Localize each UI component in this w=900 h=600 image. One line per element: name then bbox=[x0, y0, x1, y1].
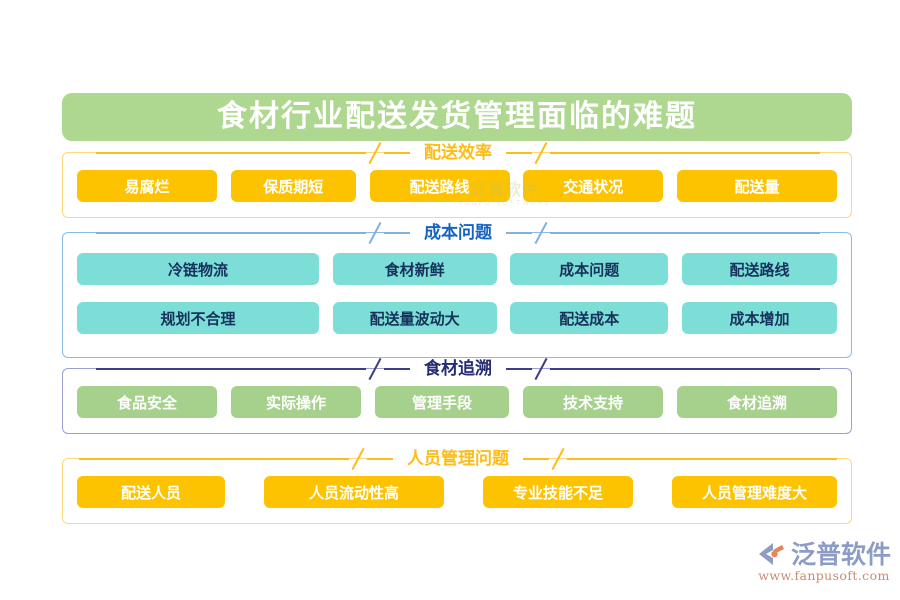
section-label: 成本问题 bbox=[410, 223, 506, 243]
pill-item[interactable]: 配送量 bbox=[677, 170, 837, 202]
slash-right-icon bbox=[532, 358, 550, 380]
pill-item[interactable]: 成本问题 bbox=[510, 253, 669, 285]
pill-item[interactable]: 人员流动性高 bbox=[264, 476, 444, 508]
pill-row: 易腐烂 保质期短 配送路线 交通状况 配送量 bbox=[77, 170, 837, 202]
pill-item[interactable]: 保质期短 bbox=[230, 170, 356, 202]
header-rule-right-short bbox=[506, 232, 532, 234]
pill-item[interactable]: 配送成本 bbox=[510, 302, 669, 334]
header-rule-right-short bbox=[523, 458, 549, 460]
section-label: 人员管理问题 bbox=[393, 449, 523, 469]
pill-item[interactable]: 食材追溯 bbox=[677, 386, 837, 418]
section-delivery-efficiency: 配送效率 易腐烂 保质期短 配送路线 交通状况 配送量 bbox=[62, 143, 852, 218]
pill-item[interactable]: 专业技能不足 bbox=[483, 476, 633, 508]
section-personnel-management: 人员管理问题 配送人员 人员流动性高 专业技能不足 人员管理难度大 bbox=[62, 449, 852, 524]
pill-item[interactable]: 实际操作 bbox=[231, 386, 361, 418]
header-rule-right bbox=[550, 152, 820, 154]
pill-item[interactable]: 交通状况 bbox=[523, 170, 664, 202]
pill-item[interactable]: 成本增加 bbox=[681, 302, 837, 334]
section-label: 配送效率 bbox=[410, 143, 506, 163]
slash-right-icon bbox=[532, 142, 550, 164]
logo-name: 泛普软件 bbox=[791, 539, 892, 569]
header-rule-left-short bbox=[367, 458, 393, 460]
header-rule-left bbox=[96, 232, 366, 234]
pill-item[interactable]: 配送量波动大 bbox=[332, 302, 497, 334]
pill-item[interactable]: 人员管理难度大 bbox=[672, 476, 837, 508]
header-rule-right bbox=[567, 458, 837, 460]
header-rule-left bbox=[96, 152, 366, 154]
pill-item[interactable]: 配送路线 bbox=[369, 170, 510, 202]
header-rule-left bbox=[79, 458, 349, 460]
section-header-personnel-management: 人员管理问题 bbox=[63, 448, 853, 470]
slash-left-icon bbox=[366, 358, 384, 380]
slash-left-icon bbox=[366, 222, 384, 244]
pill-item[interactable]: 技术支持 bbox=[523, 386, 663, 418]
pill-item[interactable]: 冷链物流 bbox=[77, 253, 319, 285]
slash-right-icon bbox=[549, 448, 567, 470]
section-label: 食材追溯 bbox=[410, 359, 506, 379]
pill-row: 规划不合理 配送量波动大 配送成本 成本增加 bbox=[77, 302, 837, 334]
section-header-delivery-efficiency: 配送效率 bbox=[63, 142, 853, 164]
brand-logo: 泛普软件 www.fanpusoft.com bbox=[757, 540, 891, 583]
pill-item[interactable]: 食材新鲜 bbox=[332, 253, 497, 285]
header-rule-right-short bbox=[506, 368, 532, 370]
header-rule-left-short bbox=[384, 232, 410, 234]
pill-item[interactable]: 配送路线 bbox=[681, 253, 837, 285]
header-rule-left-short bbox=[384, 152, 410, 154]
page-title: 食材行业配送发货管理面临的难题 bbox=[217, 99, 697, 134]
slash-right-icon bbox=[532, 222, 550, 244]
section-cost-issues: 成本问题 冷链物流 食材新鲜 成本问题 配送路线 规划不合理 配送量波动大 配送… bbox=[62, 223, 852, 358]
logo-url: www.fanpusoft.com bbox=[758, 568, 890, 583]
pill-row: 配送人员 人员流动性高 专业技能不足 人员管理难度大 bbox=[77, 476, 837, 508]
pill-item[interactable]: 配送人员 bbox=[77, 476, 225, 508]
header-rule-right bbox=[550, 232, 820, 234]
pill-item[interactable]: 易腐烂 bbox=[77, 170, 217, 202]
header-rule-left-short bbox=[384, 368, 410, 370]
header-rule-right bbox=[550, 368, 820, 370]
pill-item[interactable]: 管理手段 bbox=[375, 386, 509, 418]
slash-left-icon bbox=[366, 142, 384, 164]
logo-row: 泛普软件 bbox=[757, 540, 891, 568]
pill-item[interactable]: 规划不合理 bbox=[77, 302, 319, 334]
header-rule-left bbox=[96, 368, 366, 370]
pill-row: 食品安全 实际操作 管理手段 技术支持 食材追溯 bbox=[77, 386, 837, 418]
header-rule-right-short bbox=[506, 152, 532, 154]
fanpu-logo-icon bbox=[759, 543, 784, 565]
pill-item[interactable]: 食品安全 bbox=[77, 386, 217, 418]
page-title-bar: 食材行业配送发货管理面临的难题 bbox=[62, 93, 852, 141]
section-header-food-traceability: 食材追溯 bbox=[63, 358, 853, 380]
section-header-cost-issues: 成本问题 bbox=[63, 222, 853, 244]
section-food-traceability: 食材追溯 食品安全 实际操作 管理手段 技术支持 食材追溯 bbox=[62, 359, 852, 434]
pill-row: 冷链物流 食材新鲜 成本问题 配送路线 bbox=[77, 253, 837, 285]
slash-left-icon bbox=[349, 448, 367, 470]
